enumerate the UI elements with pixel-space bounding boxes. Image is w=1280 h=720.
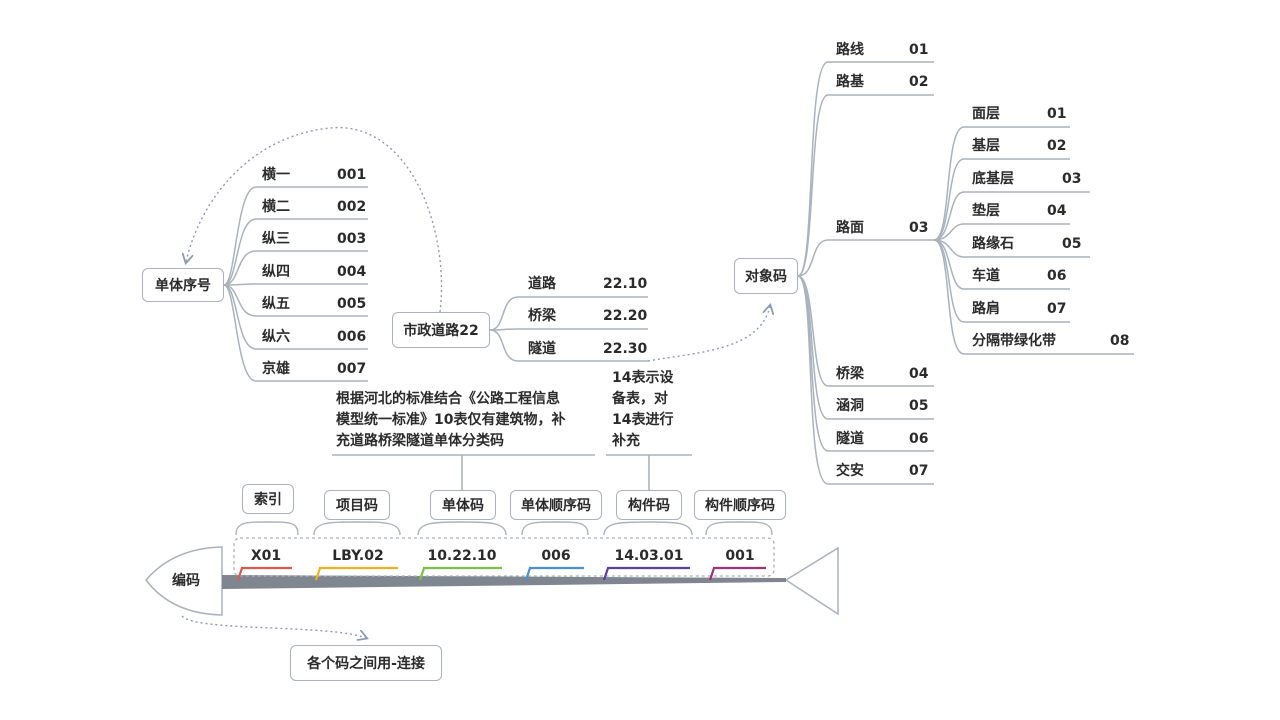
segment-label-unit: 单体码: [430, 490, 496, 520]
segment-braces: [235, 521, 773, 536]
object-code: 04: [909, 366, 929, 382]
unit-seq-name: 纵四: [262, 264, 290, 280]
unit-note: 根据河北的标准结合《公路工程信息 模型统一标准》10表仅有建筑物，补 充道路桥梁…: [336, 389, 565, 452]
municipal-code: 22.30: [603, 341, 648, 357]
component-note-line-1: 14表示设: [612, 370, 674, 386]
segment-code-index: X01: [250, 548, 282, 564]
fish-head: [145, 546, 223, 616]
object-code: 06: [909, 431, 929, 447]
pavement-name: 基层: [972, 138, 1000, 154]
object-code-title: 对象码: [734, 258, 798, 294]
unit-seq-name: 横二: [262, 199, 290, 215]
component-note-line-2: 备表，对: [612, 391, 668, 407]
pavement-code: 04: [1047, 203, 1067, 219]
segment-label-component-seq: 构件顺序码: [694, 490, 786, 520]
municipal-name: 隧道: [528, 341, 556, 357]
component-note-line-4: 补充: [612, 433, 640, 449]
pavement-code: 05: [1062, 236, 1082, 252]
unit-seq-code: 005: [337, 296, 367, 312]
unit-note-line-1: 根据河北的标准结合《公路工程信息: [336, 391, 560, 407]
unit-seq-code: 001: [337, 167, 367, 183]
fish-head-label: 编码: [172, 573, 200, 589]
unit-seq-code: 007: [337, 361, 367, 377]
municipal-name: 道路: [528, 276, 556, 292]
object-name: 涵洞: [836, 398, 864, 414]
segment-label-unit-seq: 单体顺序码: [510, 490, 602, 520]
fish-spine: [222, 575, 786, 589]
municipal-code: 22.20: [603, 308, 648, 324]
object-name: 桥梁: [836, 366, 864, 382]
fish-tail: [784, 546, 839, 616]
segment-code-unit: 10.22.10: [427, 548, 497, 564]
note-connectors: [332, 454, 692, 490]
object-name: 隧道: [836, 431, 864, 447]
object-code: 07: [909, 463, 929, 479]
pavement-name: 路肩: [972, 301, 1000, 317]
pavement-code: 02: [1047, 138, 1067, 154]
object-code: 05: [909, 398, 929, 414]
component-note-line-3: 14表进行: [612, 412, 674, 428]
connector-note: 各个码之间用-连接: [290, 645, 442, 681]
municipal-branches: [489, 296, 648, 362]
unit-seq-code: 003: [337, 231, 367, 247]
object-name: 交安: [836, 463, 864, 479]
object-code: 03: [909, 220, 929, 236]
municipal-name: 桥梁: [528, 308, 556, 324]
unit-seq-code: 002: [337, 199, 367, 215]
unit-note-line-3: 充道路桥梁隧道单体分类码: [336, 433, 504, 449]
pavement-code: 06: [1047, 268, 1067, 284]
pavement-code: 08: [1110, 333, 1130, 349]
pavement-code: 01: [1047, 106, 1067, 122]
municipal-code: 22.10: [603, 276, 648, 292]
object-name: 路面: [836, 220, 864, 236]
segment-label-project: 项目码: [324, 490, 390, 520]
segment-label-component: 构件码: [616, 490, 682, 520]
object-code: 01: [909, 42, 929, 58]
pavement-name: 垫层: [972, 203, 1000, 219]
pavement-name: 路缘石: [972, 236, 1014, 252]
unit-seq-title: 单体序号: [142, 268, 224, 302]
segment-code-component: 14.03.01: [614, 548, 684, 564]
object-name: 路基: [836, 74, 864, 90]
unit-seq-name: 纵五: [262, 296, 290, 312]
unit-seq-name: 横一: [262, 167, 290, 183]
segment-accents: [236, 566, 766, 581]
segment-code-component-seq: 001: [725, 548, 755, 564]
component-note: 14表示设 备表，对 14表进行 补充: [612, 368, 673, 452]
dotted-arrows: [181, 127, 770, 638]
object-branches: [797, 61, 934, 485]
pavement-branches: [933, 126, 1134, 355]
unit-seq-code: 006: [337, 329, 367, 345]
object-name: 路线: [836, 42, 864, 58]
pavement-name: 车道: [972, 268, 1000, 284]
object-code: 02: [909, 74, 929, 90]
pavement-code: 07: [1047, 301, 1067, 317]
unit-seq-name: 京雄: [262, 361, 290, 377]
segment-label-index: 索引: [242, 484, 294, 514]
unit-seq-branches: [223, 186, 368, 382]
pavement-code: 03: [1062, 171, 1082, 187]
unit-seq-name: 纵六: [262, 329, 290, 345]
code-frame: [233, 537, 775, 577]
unit-seq-name: 纵三: [262, 231, 290, 247]
unit-note-line-2: 模型统一标准》10表仅有建筑物，补: [336, 412, 566, 428]
segment-code-project: LBY.02: [332, 548, 384, 564]
municipal-title: 市政道路22: [392, 312, 490, 348]
pavement-name: 底基层: [972, 171, 1014, 187]
pavement-name: 面层: [972, 106, 1000, 122]
unit-seq-code: 004: [337, 264, 367, 280]
pavement-name: 分隔带绿化带: [972, 333, 1056, 349]
segment-code-unit-seq: 006: [541, 548, 571, 564]
